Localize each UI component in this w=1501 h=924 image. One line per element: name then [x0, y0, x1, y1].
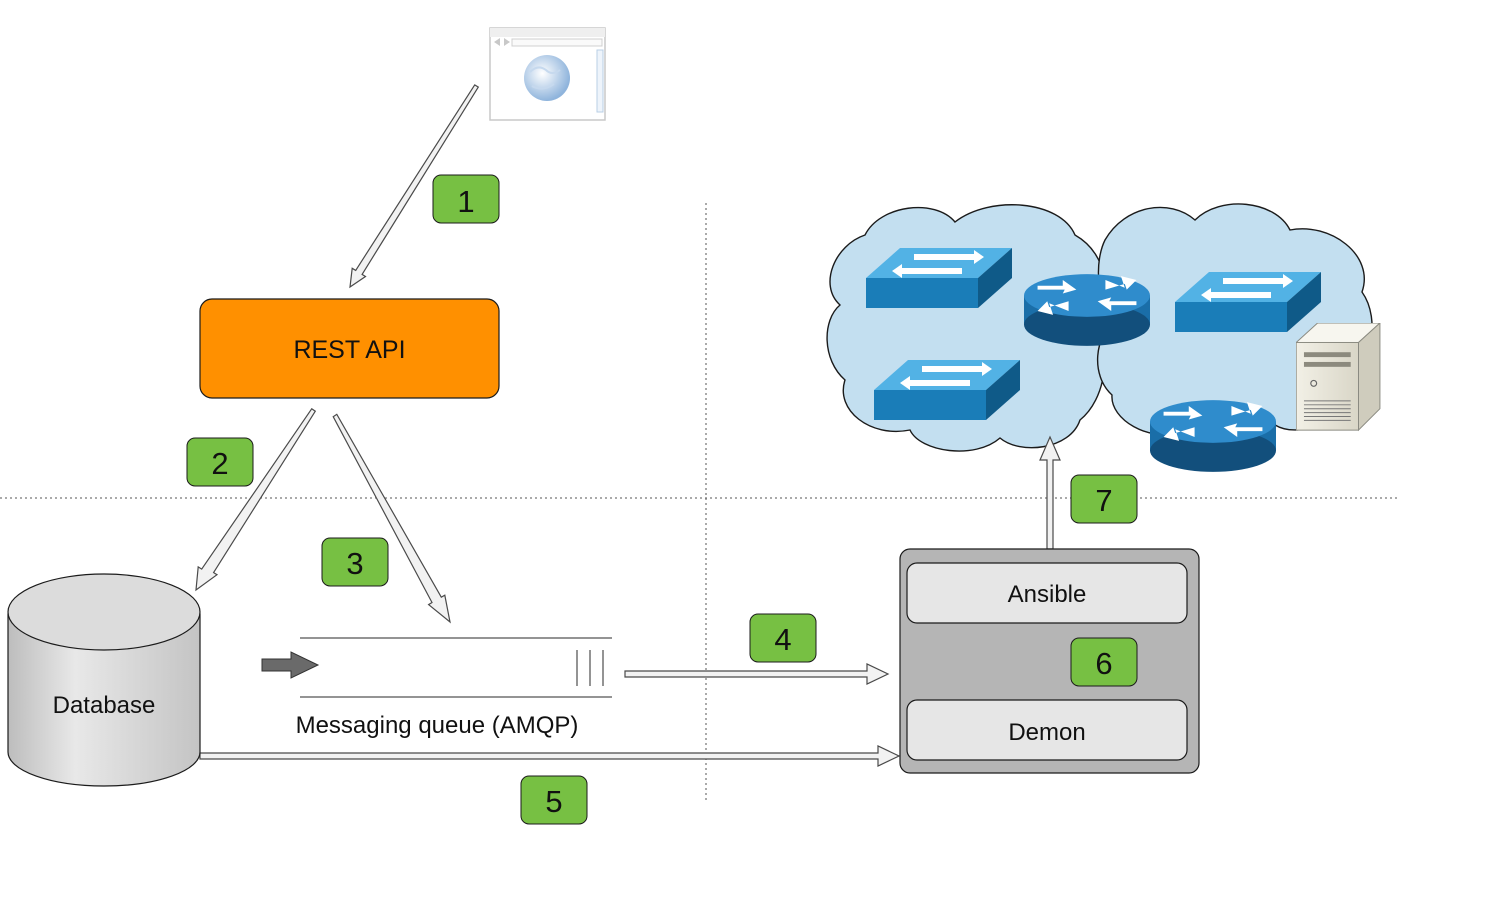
svg-text:1: 1: [457, 184, 474, 219]
web-browser-icon: [489, 27, 606, 121]
rest-api-label: REST API: [293, 336, 405, 364]
svg-text:6: 6: [1095, 646, 1112, 681]
demon-box: Demon: [906, 699, 1188, 761]
queue-direction-arrow: [261, 651, 320, 679]
ansible-label: Ansible: [1008, 581, 1087, 608]
database-cylinder: Database: [7, 573, 201, 787]
svg-text:2: 2: [211, 446, 228, 481]
step-badge: 5: [520, 775, 588, 825]
router-icon: [1150, 400, 1276, 472]
step-badge: 4: [749, 613, 817, 663]
queue-label: Messaging queue (AMQP): [296, 712, 579, 739]
demon-label: Demon: [1008, 719, 1085, 746]
ansible-box: Ansible: [906, 562, 1188, 624]
svg-text:7: 7: [1095, 483, 1112, 518]
step-badge: 7: [1070, 474, 1138, 524]
database-label: Database: [53, 692, 156, 719]
svg-text:5: 5: [545, 784, 562, 819]
arrow-client-to-api: [349, 84, 480, 289]
automation-container: Ansible Demon: [899, 548, 1200, 774]
step-badge: 3: [321, 537, 389, 587]
server-tower-icon: [1296, 323, 1381, 431]
router-icon: [1024, 274, 1150, 346]
step-badge: 6: [1070, 637, 1138, 687]
svg-text:3: 3: [346, 546, 363, 581]
step-badge: 1: [432, 174, 500, 224]
arrow-api-to-database: [195, 407, 317, 592]
svg-text:4: 4: [774, 622, 791, 657]
arrow-ansible-to-network: [1039, 435, 1061, 550]
arrow-database-to-demon: [199, 745, 901, 767]
arrow-api-to-queue: [332, 413, 451, 624]
arrow-queue-to-demon: [624, 663, 890, 685]
messaging-queue: Messaging queue (AMQP): [261, 637, 612, 739]
step-badge: 2: [186, 437, 254, 487]
rest-api-box: REST API: [199, 298, 500, 399]
